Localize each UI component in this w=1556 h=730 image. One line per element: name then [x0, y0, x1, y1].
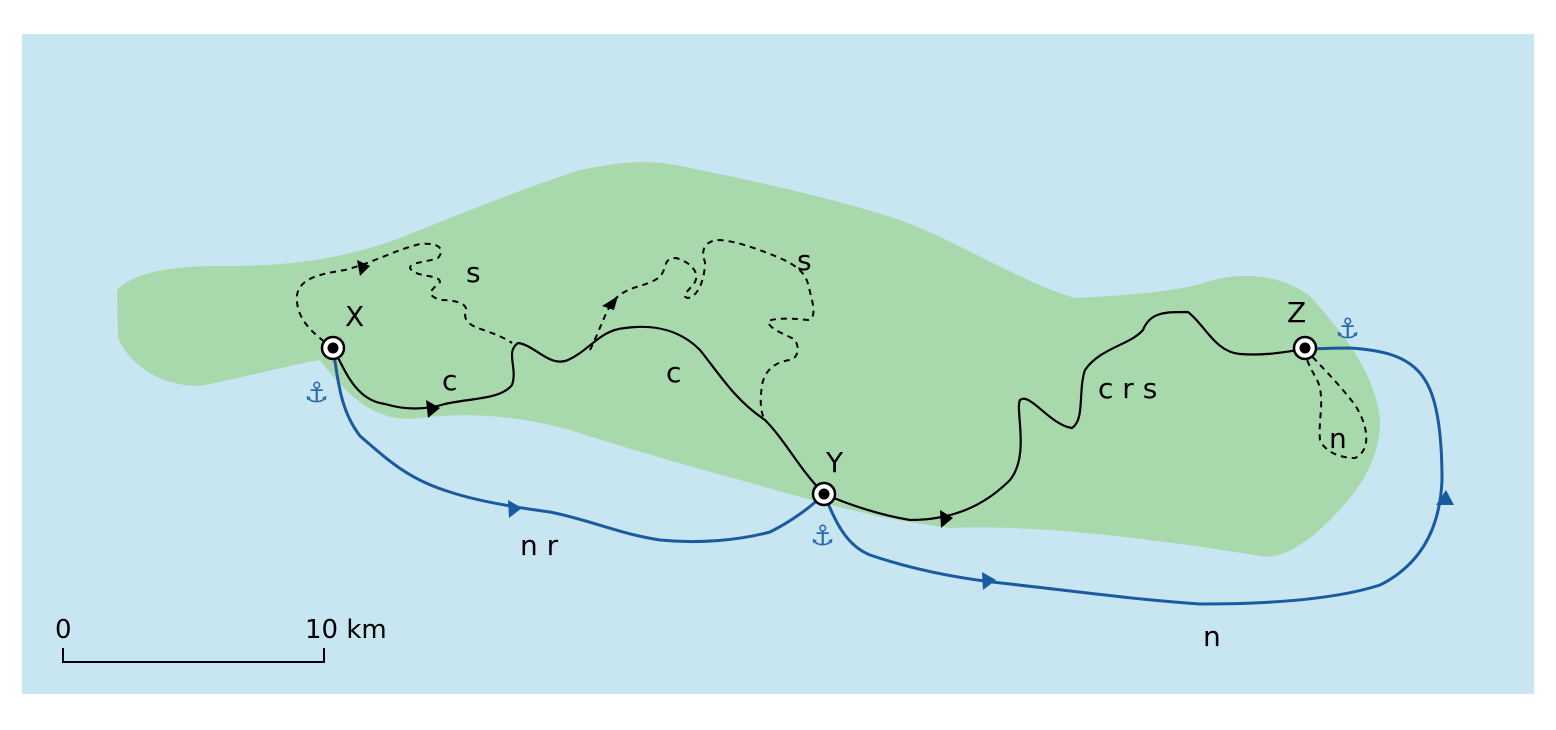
anchor-icon: ⚓: [1335, 312, 1360, 345]
anchor-icon: ⚓: [304, 376, 329, 409]
route-label-z-spur: n: [1329, 422, 1347, 455]
route-label-x-y-land: c: [442, 364, 457, 397]
spur-x-north: [295, 242, 513, 349]
spur-z: [1304, 348, 1368, 460]
island: [117, 162, 1380, 557]
arrow-x-y-land: [426, 400, 440, 418]
arrow-y-z-land: [940, 510, 953, 528]
arrow-y-z-sea: [982, 572, 996, 590]
route-x-y-land: [332, 325, 825, 495]
town-x-marker[interactable]: [320, 335, 346, 361]
land-routes: [332, 310, 1306, 522]
scale-bar: 0 10 km: [55, 615, 387, 663]
town-y-marker[interactable]: [811, 481, 837, 507]
route-label-x-y-land-2: c: [666, 356, 681, 389]
route-y-z-land: [823, 310, 1306, 522]
route-label-x-spur-1: s: [466, 256, 481, 289]
route-label-y-z-sea: n: [1203, 620, 1221, 653]
dashed-routes: [295, 238, 1368, 460]
route-y-z-sea: [822, 346, 1444, 606]
route-x-y-sea: [331, 347, 826, 544]
arrow-spur-middle: [602, 296, 618, 310]
scale-start-label: 0: [55, 615, 72, 645]
town-z-marker[interactable]: [1292, 335, 1318, 361]
scale-end-label: 10 km: [305, 615, 387, 645]
arrow-spur-x: [357, 260, 370, 276]
route-label-x-y-sea: n r: [520, 529, 559, 562]
town-x-label: X: [345, 300, 364, 333]
route-label-y-z-land: c r s: [1098, 372, 1157, 405]
town-z-label: Z: [1287, 296, 1306, 329]
town-y-label: Y: [825, 446, 844, 479]
route-label-x-spur-2: s: [797, 244, 812, 277]
anchor-icon: ⚓: [810, 519, 835, 552]
arrow-x-y-sea: [508, 500, 522, 518]
arrow-z-sea: [1436, 490, 1454, 505]
sea-routes: [331, 346, 1444, 606]
